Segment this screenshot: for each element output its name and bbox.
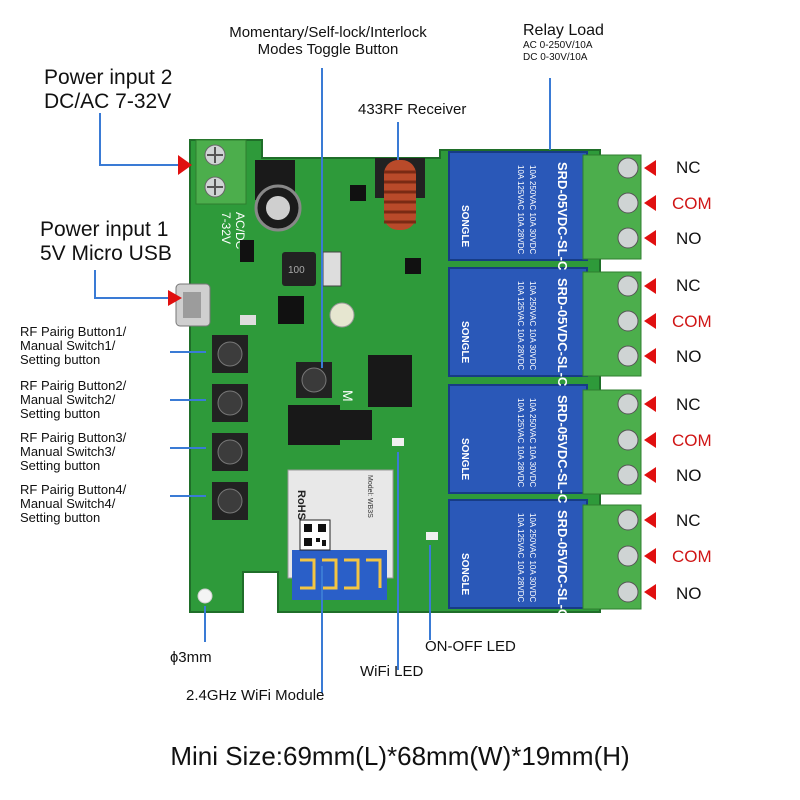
- wifi-module: [287, 469, 394, 600]
- relay-load-title: Relay Load: [523, 22, 604, 39]
- button-2-line3: Setting button: [20, 406, 101, 421]
- power-input-terminal: [195, 139, 247, 205]
- relay-1: [448, 151, 642, 261]
- relay-2-no-label: NO: [676, 347, 702, 366]
- relay-4-nc-label: NC: [676, 511, 701, 530]
- relay-4-rating-1: 10A 250VAC 10A 30VDC: [528, 513, 537, 602]
- relay-3-com-label: COM: [672, 431, 712, 450]
- mode-button-label: Momentary/Self-lock/Interlock Modes Togg…: [208, 24, 448, 59]
- relay-3-brand: SONGLE: [459, 438, 470, 481]
- relay-4-no-label: NO: [676, 584, 702, 603]
- relay-1-model: SRD-05VDC-SL-C: [555, 162, 570, 271]
- size-caption: Mini Size:69mm(L)*68mm(W)*19mm(H): [170, 741, 630, 771]
- relay-load-dc: DC 0-30V/10A: [523, 51, 588, 63]
- relay-load-label: Relay Load AC 0-250V/10A DC 0-30V/10A: [523, 22, 604, 63]
- relay-3-model: SRD-05VDC-SL-C: [555, 395, 570, 504]
- power-input-2-title: Power input 2: [44, 66, 173, 89]
- button-1-line3: Setting button: [20, 352, 101, 367]
- power-input-2-label: Power input 2 DC/AC 7-32V: [44, 66, 172, 114]
- push-buttons: [212, 335, 248, 520]
- relay-load-ac: AC 0-250V/10A: [523, 40, 593, 52]
- mode-button-line2: Modes Toggle Button: [257, 41, 399, 59]
- relay-1-no-label: NO: [676, 229, 702, 248]
- relay-1-com-label: COM: [672, 194, 712, 213]
- button-3-line1: RF Pairig Button3/: [20, 430, 127, 445]
- relay-4-model: SRD-05VDC-SL-C: [555, 510, 570, 619]
- relay-1-nc-label: NC: [676, 158, 701, 177]
- button-4-line1: RF Pairig Button4/: [20, 482, 127, 497]
- relay-4-brand: SONGLE: [459, 553, 470, 596]
- relay-3-no-label: NO: [676, 466, 702, 485]
- relay-2-model: SRD-05VDC-SL-C: [555, 278, 570, 387]
- button-1-line1: RF Pairig Button1/: [20, 324, 127, 339]
- power-input-1-label: Power input 1 5V Micro USB: [40, 218, 172, 266]
- relay-4: [448, 499, 642, 610]
- relay-2-nc-label: NC: [676, 276, 701, 295]
- ic-chip: [368, 355, 412, 407]
- button-4-line2: Manual Switch4/: [20, 496, 116, 511]
- onoff-led-label: ON-OFF LED: [425, 638, 516, 655]
- rf-receiver-label: 433RF Receiver: [358, 101, 467, 118]
- button-4-label: RF Pairig Button4/ Manual Switch4/ Setti…: [20, 483, 126, 525]
- rf-receiver-coil: [375, 158, 425, 230]
- power-input-2-spec: DC/AC 7-32V: [44, 90, 172, 114]
- wifi-led-label: WiFi LED: [360, 663, 424, 680]
- input-marking-line2: 7-32V: [219, 212, 233, 244]
- module-model: Model: WB3S: [366, 475, 373, 518]
- hole-size-label: ɸ3mm: [170, 649, 212, 666]
- power-input-1-spec: 5V Micro USB: [40, 242, 172, 266]
- button-3-label: RF Pairig Button3/ Manual Switch3/ Setti…: [20, 431, 126, 473]
- relay-4-rating-2: 10A 125VAC 10A 28VDC: [516, 513, 525, 602]
- module-mark: M: [340, 390, 356, 402]
- mode-button-line1: Momentary/Self-lock/Interlock: [229, 24, 427, 41]
- power-input-1-title: Power input 1: [40, 218, 169, 241]
- module-rohs: RoHS: [295, 490, 307, 520]
- onoff-led: [426, 532, 438, 540]
- button-2-label: RF Pairig Button2/ Manual Switch2/ Setti…: [20, 379, 126, 421]
- mode-toggle-button: [296, 362, 332, 398]
- relay-2-brand: SONGLE: [459, 321, 470, 364]
- wifi-module-label: 2.4GHz WiFi Module: [186, 687, 325, 704]
- mounting-hole: [197, 588, 213, 604]
- button-1-label: RF Pairig Button1/ Manual Switch1/ Setti…: [20, 325, 126, 367]
- red-arrows: [168, 155, 656, 600]
- relay-3-rating-2: 10A 125VAC 10A 28VDC: [516, 398, 525, 487]
- relay-2-rating-1: 10A 250VAC 10A 30VDC: [528, 281, 537, 370]
- wifi-led: [392, 438, 404, 446]
- relay-2-com-label: COM: [672, 312, 712, 331]
- leader-lines: [94, 68, 551, 693]
- button-2-line2: Manual Switch2/: [20, 392, 116, 407]
- button-4-line3: Setting button: [20, 510, 101, 525]
- button-3-line2: Manual Switch3/: [20, 444, 116, 459]
- button-3-line3: Setting button: [20, 458, 101, 473]
- relay-4-com-label: COM: [672, 547, 712, 566]
- relay-1-rating-2: 10A 125VAC 10A 28VDC: [516, 165, 525, 254]
- relay-1-rating-1: 10A 250VAC 10A 30VDC: [528, 165, 537, 254]
- button-1-line2: Manual Switch1/: [20, 338, 116, 353]
- relay-terminal-screws: [617, 157, 639, 603]
- relay-2-rating-2: 10A 125VAC 10A 28VDC: [516, 281, 525, 370]
- relay-1-brand: SONGLE: [459, 205, 470, 248]
- relay-3-rating-1: 10A 250VAC 10A 30VDC: [528, 398, 537, 487]
- relay-3: [448, 384, 642, 495]
- relay-3-nc-label: NC: [676, 395, 701, 414]
- svg-text:100: 100: [288, 265, 305, 276]
- relay-2: [448, 267, 642, 377]
- button-2-line1: RF Pairig Button2/: [20, 378, 127, 393]
